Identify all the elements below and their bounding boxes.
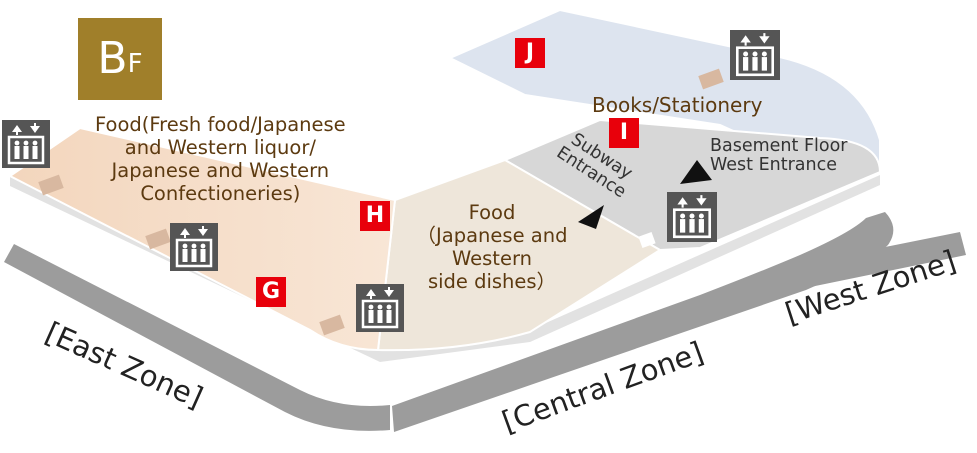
escalator-mark: [698, 68, 724, 90]
floor-badge-sub: F: [127, 49, 143, 79]
west-zone-band: [780, 232, 966, 292]
entrance-arrow-icon: [578, 205, 604, 229]
escalator-mark: [38, 174, 64, 196]
central-zone-band: [392, 212, 894, 432]
escalator-mark: [145, 228, 171, 250]
floor-badge-main: B: [97, 33, 128, 84]
elevator-icon[interactable]: [667, 192, 717, 242]
marker-h[interactable]: H: [360, 201, 390, 231]
escalator-mark: [319, 314, 345, 336]
elevator-icon[interactable]: [730, 30, 780, 80]
elevator-icon[interactable]: [2, 120, 50, 168]
marker-g[interactable]: G: [256, 277, 286, 307]
floor-badge: B F: [78, 18, 162, 100]
fresh-food-label: Food(Fresh food/Japanese and Western liq…: [95, 113, 346, 205]
side-dishes-area: [376, 158, 662, 352]
east-zone-band: [4, 244, 390, 431]
marker-i[interactable]: I: [609, 118, 639, 148]
basement-west-entrance-label: Basement Floor West Entrance: [710, 136, 848, 175]
elevator-icon[interactable]: [170, 223, 218, 271]
side-dishes-label: Food （Japanese and Western side dishes）: [416, 201, 568, 293]
basement-corridor: [502, 118, 882, 252]
marker-j[interactable]: J: [515, 38, 545, 68]
books-stationery-label: Books/Stationery: [592, 93, 763, 117]
entrance-arrow-icon: [680, 160, 712, 184]
elevator-icon[interactable]: [356, 284, 404, 332]
